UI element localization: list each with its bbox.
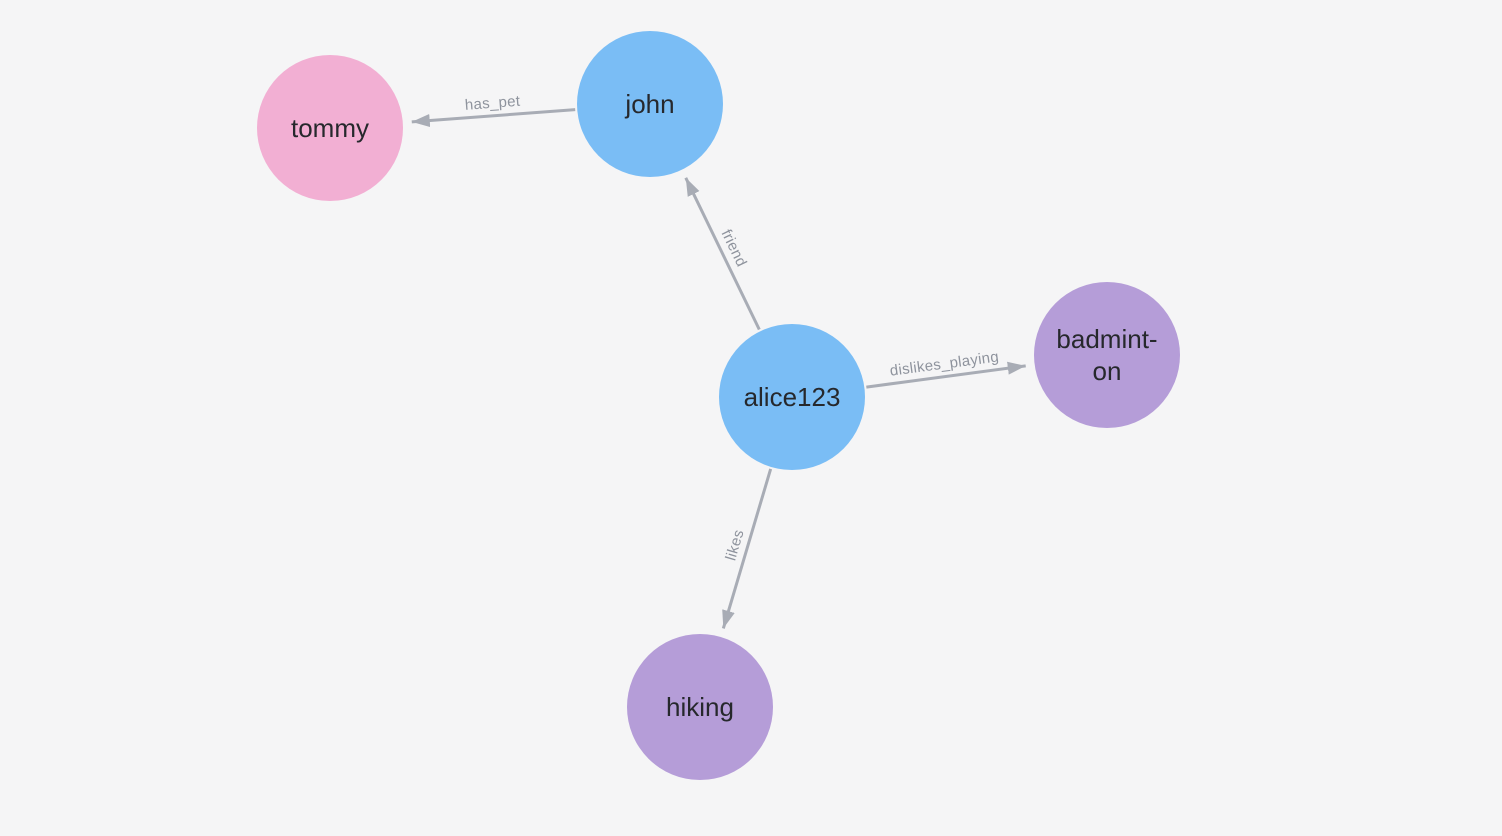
edge-label: friend <box>718 227 750 270</box>
graph-node-hiking[interactable]: hiking <box>627 634 773 780</box>
edge-line <box>866 361 1026 389</box>
node-label: badmint- on <box>1056 323 1158 387</box>
node-label: hiking <box>666 691 734 722</box>
graph-edge-likes[interactable]: likes <box>721 468 773 629</box>
edge-label: has_pet <box>464 93 521 114</box>
node-label: john <box>625 88 675 119</box>
edge-line <box>721 468 773 629</box>
graph-edge-dislikes_playing[interactable]: dislikes_playing <box>866 348 1026 389</box>
edge-line <box>684 177 761 331</box>
graph-node-john[interactable]: john <box>577 31 723 177</box>
node-label: alice123 <box>743 381 841 412</box>
graph-node-alice123[interactable]: alice123 <box>719 324 865 470</box>
graph-edge-friend[interactable]: friend <box>684 177 761 331</box>
graph-node-badminton[interactable]: badmint- on <box>1034 282 1180 428</box>
graph-node-tommy[interactable]: tommy <box>257 55 403 201</box>
graph-edge-has_pet[interactable]: has_pet <box>411 93 576 128</box>
edge-line <box>411 108 576 128</box>
edge-label: dislikes_playing <box>889 348 1000 379</box>
node-label: tommy <box>291 112 369 143</box>
